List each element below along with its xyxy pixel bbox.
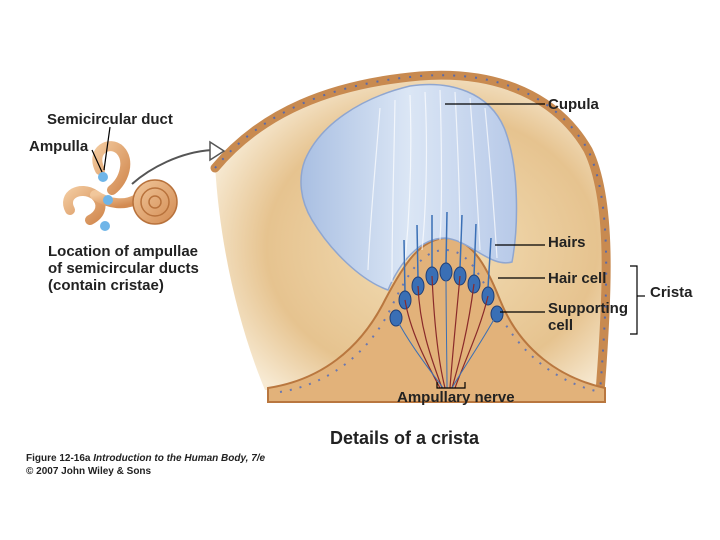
pointer-arrow	[129, 140, 226, 187]
figure-caption: Figure 12-16a Introduction to the Human …	[26, 453, 265, 464]
ampullary-nerve-fibers-blue	[395, 271, 498, 389]
diagram-title: Details of a crista	[330, 428, 480, 448]
location-label-line3: (contain cristae)	[48, 277, 164, 294]
figure-ref: Figure 12-16a	[26, 453, 91, 464]
hair-cells	[389, 211, 504, 327]
supporting-cell-label-line2: cell	[548, 317, 573, 334]
crista-label: Crista	[650, 284, 693, 301]
semicircular-duct-label: Semicircular duct	[47, 111, 173, 128]
book-title: Introduction to the Human Body, 7/e	[93, 453, 266, 464]
copyright-line: © 2007 John Wiley & Sons	[26, 466, 151, 477]
inner-ear-inset	[63, 141, 178, 231]
cupula-label: Cupula	[548, 96, 599, 113]
ampullary-nerve-fibers	[404, 275, 489, 389]
hairs-label: Hairs	[548, 234, 586, 251]
cupula	[300, 83, 518, 291]
ampulla-label: Ampulla	[29, 138, 89, 155]
supporting-cell-label-line1: Supporting	[548, 300, 628, 317]
hair-cell-label: Hair cell	[548, 270, 606, 287]
leader-lines	[91, 103, 645, 389]
ampullary-nerve-label: Ampullary nerve	[397, 389, 515, 406]
location-label-line2: of semicircular ducts	[48, 260, 199, 277]
location-label-line1: Location of ampullae	[48, 243, 198, 260]
copyright-text: © 2007 John Wiley & Sons	[26, 466, 152, 477]
